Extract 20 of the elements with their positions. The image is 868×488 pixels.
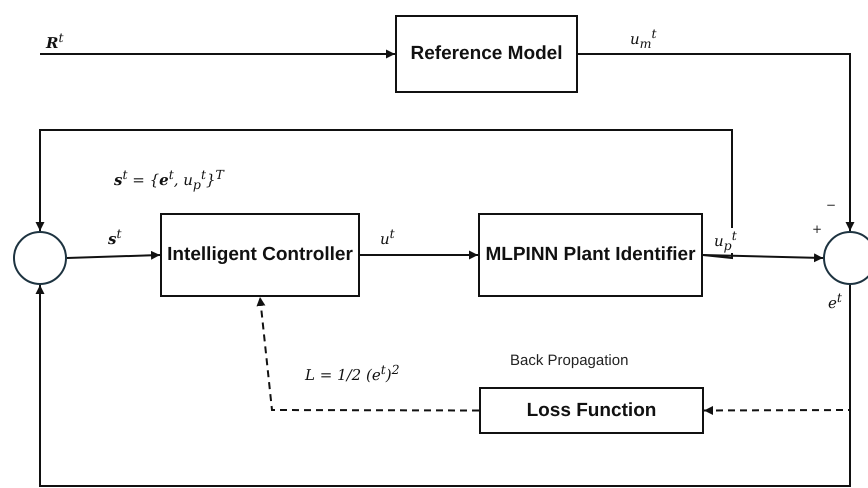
loss-function-box: Loss Function [479, 387, 704, 434]
model-box: Reference Model [395, 15, 578, 93]
arrow [360, 250, 478, 260]
controller-box: Intelligent Controller [160, 213, 360, 297]
edge-label: s$^{t}$ = {e$^{t}$, u$_{p}$$^{t}$}$^{T}$ [112, 167, 226, 192]
dashed-arrow [704, 285, 851, 415]
dashed-arrow [256, 296, 479, 412]
sign-label: + [812, 222, 822, 236]
arrow [66, 250, 160, 260]
sign-label: − [826, 198, 836, 212]
summing-junction [13, 231, 67, 285]
arrow [578, 53, 854, 231]
arrow [40, 50, 395, 58]
summing-junction [823, 231, 868, 285]
arrow [702, 253, 824, 262]
edge-label: L = 1/2 (e$^{t}$)$^{2}$ [303, 362, 402, 384]
arrow [36, 285, 851, 487]
annotation-text: Back Propagation [510, 352, 628, 369]
identifier-box: MLPINN Plant Identifier [478, 213, 703, 297]
arrow [36, 129, 733, 260]
